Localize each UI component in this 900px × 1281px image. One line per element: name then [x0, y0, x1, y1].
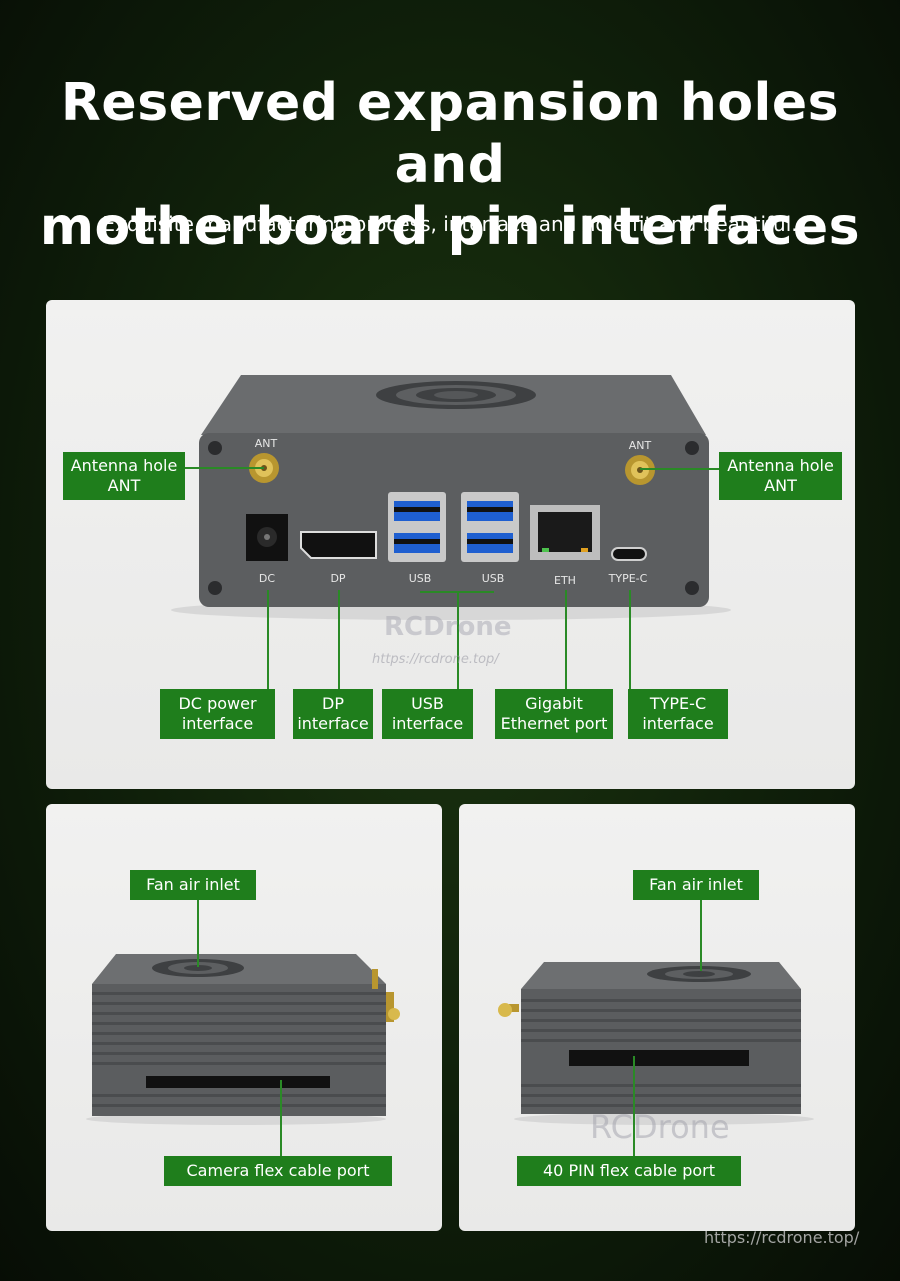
eth-line: [565, 590, 567, 690]
camera-flex-cable-label: Camera flex cable port: [164, 1156, 392, 1186]
watermark-url-small: https://rcdrone.top/: [372, 652, 499, 667]
watermark-brand: RCDrone: [384, 612, 512, 642]
bl-camera-line: [280, 1080, 282, 1156]
dp-port-text: DP: [330, 572, 346, 585]
br-fan-air-inlet-label: Fan air inlet: [633, 870, 759, 900]
br-40pin-line: [633, 1056, 635, 1156]
bl-fan-line: [197, 899, 199, 967]
device-rear-illustration: [171, 375, 731, 620]
usb-line: [457, 592, 459, 690]
forty-pin-flex-cable-label: 40 PIN flex cable port: [517, 1156, 741, 1186]
usb2-port-text: USB: [481, 572, 505, 585]
side-view-right-panel: Fan air inlet 40 PIN flex cable port: [459, 804, 855, 1231]
device-side-right-illustration: [498, 962, 814, 1125]
ant-left-text: ANT: [254, 437, 278, 450]
rear-view-panel: ANT ANT DC DP USB USB ETH TYPE-C Antenna…: [46, 300, 855, 789]
usb1-port-text: USB: [408, 572, 432, 585]
antenna-right-line: [640, 468, 720, 470]
dp-interface-label: DP interface: [293, 689, 373, 739]
dp-line: [338, 590, 340, 690]
dc-line: [267, 590, 269, 690]
ethernet-label: Gigabit Ethernet port: [495, 689, 613, 739]
ant-right-text: ANT: [628, 439, 652, 452]
side-view-left-panel: Fan air inlet Camera flex cable port: [46, 804, 442, 1231]
bl-fan-air-inlet-label: Fan air inlet: [130, 870, 256, 900]
page-subtitle: Exquisite manufacturing process, interfa…: [102, 212, 798, 236]
antenna-left-label: Antenna hole ANT: [63, 452, 185, 500]
eth-port-text: ETH: [554, 574, 576, 587]
typec-port-text: TYPE-C: [608, 572, 648, 585]
antenna-left-line: [184, 467, 264, 469]
br-fan-line: [700, 899, 702, 971]
device-side-left-illustration: [86, 954, 400, 1125]
typec-line: [629, 590, 631, 690]
watermark-brand-large: RCDrone: [590, 1108, 730, 1146]
typec-label: TYPE-C interface: [628, 689, 728, 739]
usb-interface-label: USB interface: [382, 689, 473, 739]
dc-power-label: DC power interface: [160, 689, 275, 739]
watermark-url-corner: https://rcdrone.top/: [704, 1228, 860, 1247]
page-title: Reserved expansion holes and motherboard…: [39, 73, 861, 257]
dc-port-text: DC: [258, 572, 276, 585]
antenna-right-label: Antenna hole ANT: [719, 452, 842, 500]
